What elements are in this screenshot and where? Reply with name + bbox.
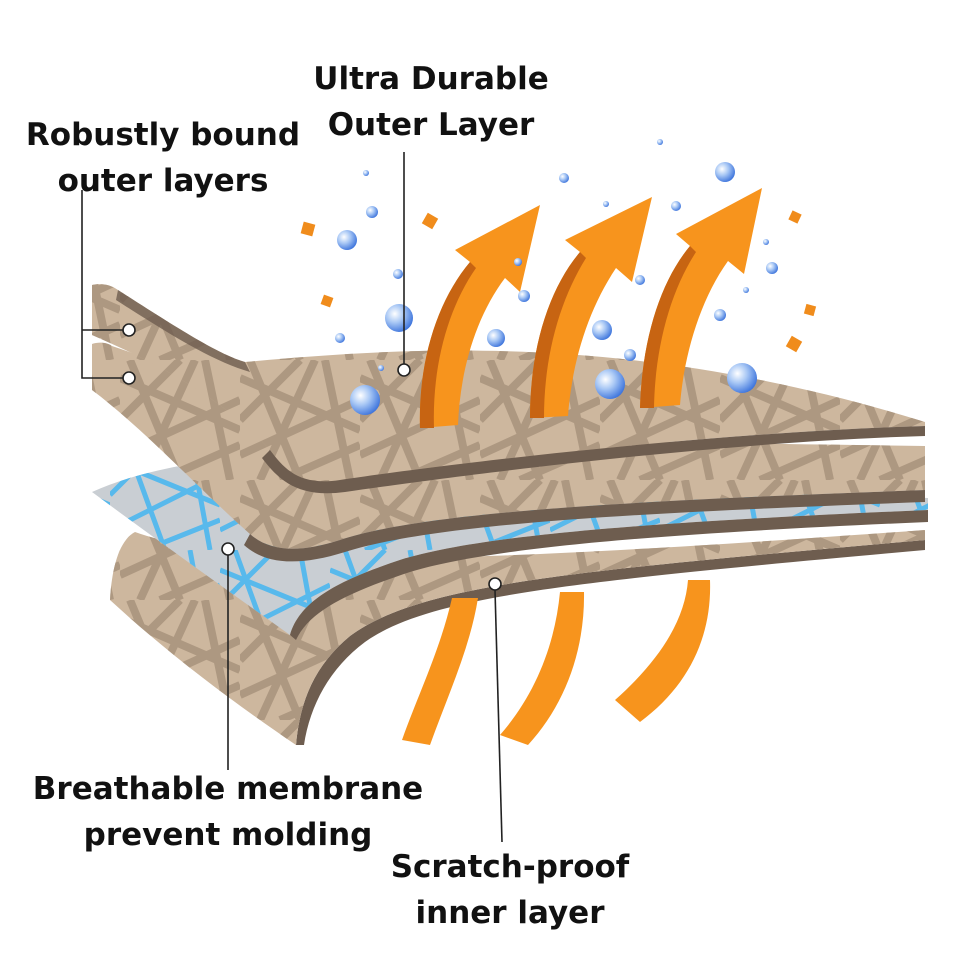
upward-heat-arrow-icon — [419, 205, 540, 428]
moisture-bubble-icon — [727, 363, 757, 393]
upward-heat-arrow-icon — [500, 592, 585, 745]
top-layer-left-edge — [116, 290, 250, 372]
callout-dot — [122, 371, 136, 385]
label-line: Scratch-proof — [390, 849, 630, 885]
dust-particle-icon — [421, 212, 439, 230]
upward-heat-arrow-icon — [615, 580, 711, 722]
dust-particles — [300, 210, 817, 353]
moisture-bubble-icon — [393, 269, 403, 279]
label-line: Breathable membrane — [32, 771, 424, 807]
callout-lines — [81, 152, 503, 843]
moisture-bubble-icon — [335, 333, 345, 343]
dust-particle-icon — [300, 221, 316, 237]
moisture-bubble-icon — [350, 385, 380, 415]
second-layer-edge — [244, 490, 925, 562]
callout-dot — [397, 363, 411, 377]
label-line: inner layer — [415, 895, 605, 931]
label-ultra-durable-outer-layer: Ultra Durable Outer Layer — [300, 56, 562, 148]
moisture-bubble-icon — [635, 275, 645, 285]
dust-particle-icon — [785, 335, 803, 353]
moisture-bubble-icon — [385, 304, 413, 332]
label-breathable-membrane: Breathable membrane prevent molding — [30, 766, 426, 858]
membrane-edge — [290, 510, 928, 640]
label-line: Robustly bound — [25, 117, 301, 153]
moisture-bubble-icon — [624, 349, 636, 361]
label-robustly-bound-outer-layers: Robustly bound outer layers — [22, 112, 304, 204]
callout-dot — [122, 323, 136, 337]
moisture-bubble-icon — [366, 206, 378, 218]
callout-scratch — [494, 589, 503, 843]
moisture-bubble-icon — [671, 201, 681, 211]
moisture-bubble-icon — [592, 320, 612, 340]
upward-heat-arrow-icon-shade — [640, 246, 696, 408]
moisture-bubble-icon — [715, 162, 735, 182]
moisture-bubble-icon — [766, 262, 778, 274]
moisture-bubble-icon — [487, 329, 505, 347]
label-line: prevent molding — [83, 817, 373, 853]
lower-arrows — [402, 580, 711, 745]
moisture-bubble-icon — [514, 258, 522, 266]
moisture-bubble-icon — [595, 369, 625, 399]
top-outer-layer — [92, 284, 925, 494]
moisture-bubble-icon — [714, 309, 726, 321]
dust-particle-icon — [788, 210, 802, 224]
upward-heat-arrow-icon — [640, 188, 762, 408]
upward-heat-arrow-icon — [402, 598, 478, 745]
moisture-bubble-icon — [603, 201, 609, 207]
dust-particle-icon — [320, 294, 334, 308]
dust-particle-icon — [803, 303, 817, 317]
callout-dot — [221, 542, 235, 556]
moisture-bubble-icon — [363, 170, 369, 176]
upward-heat-arrow-icon-shade — [530, 252, 586, 418]
moisture-bubble-icon — [518, 290, 530, 302]
callout-dot — [488, 577, 502, 591]
label-line: Outer Layer — [327, 107, 535, 143]
moisture-bubble-icon — [763, 239, 769, 245]
upper-arrows — [419, 188, 762, 428]
moisture-bubble-icon — [657, 139, 663, 145]
upward-heat-arrow-icon — [530, 197, 652, 418]
moisture-bubble-icon — [559, 173, 569, 183]
label-line: outer layers — [57, 163, 269, 199]
top-layer-edge — [262, 426, 925, 494]
upward-heat-arrow-icon-shade — [419, 262, 476, 428]
moisture-bubble-icon — [378, 365, 384, 371]
moisture-bubble-icon — [337, 230, 357, 250]
callout-robust — [81, 190, 124, 379]
label-line: Ultra Durable — [313, 61, 549, 97]
moisture-bubbles — [335, 139, 778, 415]
moisture-bubble-icon — [743, 287, 749, 293]
label-scratch-proof-inner-layer: Scratch-proof inner layer — [390, 844, 630, 936]
